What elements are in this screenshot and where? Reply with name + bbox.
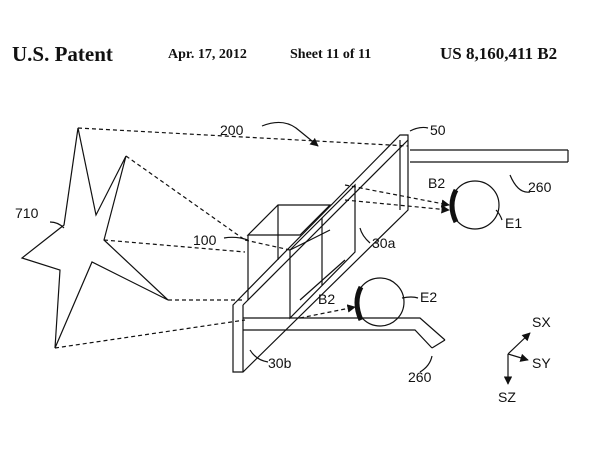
temple-arm-lower [243, 317, 446, 349]
temple-arm-upper [410, 149, 569, 163]
patent-number: US 8,160,411 B2 [440, 44, 558, 63]
label-star: 710 [15, 205, 39, 221]
label-frame: 50 [430, 122, 446, 138]
eye-lower [354, 277, 405, 327]
label-pupil-lower: B2 [318, 291, 335, 307]
label-plate-upper: 30a [372, 235, 396, 251]
label-eye-lower: E2 [420, 289, 437, 305]
label-axis-sz: SZ [498, 389, 516, 405]
label-temple-lower: 260 [408, 369, 432, 385]
patent-date: Apr. 17, 2012 [168, 47, 247, 62]
patent-header: U.S. Patent Apr. 17, 2012 Sheet 11 of 11… [0, 42, 600, 74]
label-housing: 100 [193, 232, 217, 248]
label-pupil-upper: B2 [428, 175, 445, 191]
patent-title: U.S. Patent [12, 42, 113, 66]
star-object [20, 127, 169, 349]
label-eye-upper: E1 [505, 215, 522, 231]
label-plate-lower: 30b [268, 355, 292, 371]
frame-plate [232, 134, 409, 373]
eye-upper [449, 180, 500, 230]
sheet-number: Sheet 11 of 11 [290, 47, 372, 62]
beams-to-eyes [299, 184, 450, 319]
projection-lines [54, 127, 409, 349]
leader-lines [49, 121, 531, 373]
coordinate-axes [503, 332, 531, 385]
label-temple-upper: 260 [528, 179, 552, 195]
label-axis-sy: SY [532, 355, 551, 371]
label-device: 200 [220, 122, 244, 138]
optical-plates [289, 183, 356, 320]
label-axis-sx: SX [532, 314, 551, 330]
